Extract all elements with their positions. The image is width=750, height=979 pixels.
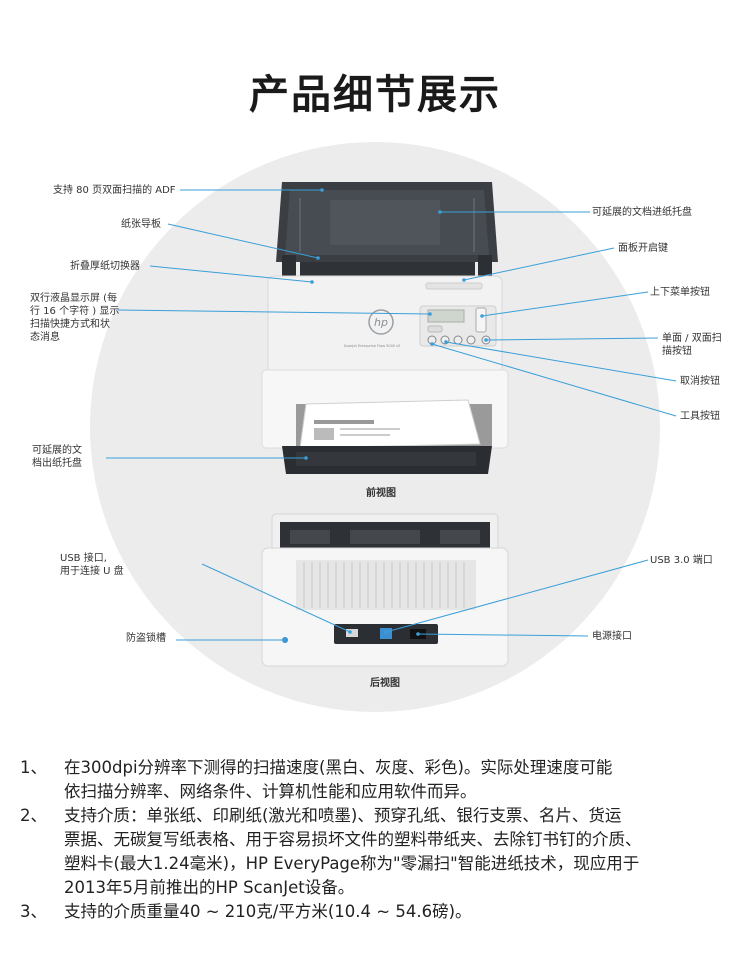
- label-usb-port-line: USB 接口,: [60, 553, 107, 564]
- footnote-line: 支持介质：单张纸、印刷纸(激光和喷墨)、预穿孔纸、银行支票、名片、货运: [64, 806, 622, 825]
- footnote-number: 3、: [20, 902, 47, 921]
- label-lcd-line: 行 16 个字符 ) 显示: [30, 306, 120, 317]
- label-lcd: 双行液晶显示屏 (每 行 16 个字符 ) 显示 扫描快捷方式和状 态消息: [30, 292, 119, 344]
- label-output-tray-line: 可延展的文: [32, 445, 82, 456]
- label-simplex-line: 描按钮: [662, 346, 692, 357]
- model-text: ScanJet Enterprise Flow 5000 s5: [344, 344, 400, 348]
- page-title: 产品细节展示: [249, 72, 501, 118]
- input-tray: [276, 182, 498, 262]
- footnote-line: 2013年5月前推出的HP ScanJet设备。: [64, 878, 355, 897]
- label-panel-open: 面板开启键: [618, 243, 668, 254]
- scanner-illustration: hp ScanJet Enterprise Flow 5000 s5: [106, 182, 677, 667]
- caption-front-view: 前视图: [366, 488, 396, 499]
- label-output-tray-line: 档出纸托盘: [32, 458, 82, 469]
- footnote-item: 3、 支持的介质重量40 ~ 210克/平方米(10.4 ~ 54.6磅)。: [20, 900, 740, 924]
- label-usb-port: USB 接口, 用于连接 U 盘: [60, 552, 124, 578]
- footnotes: 1、 在300dpi分辨率下测得的扫描速度(黑白、灰度、彩色)。实际处理速度可能…: [20, 756, 740, 924]
- footnote-line: 塑料卡(最大1.24毫米)，HP EveryPage称为"零漏扫"智能进纸技术，…: [64, 854, 640, 873]
- hp-logo: hp: [374, 316, 388, 329]
- label-lock-slot: 防盗锁槽: [126, 633, 166, 644]
- footnote-item: 2、 支持介质：单张纸、印刷纸(激光和喷墨)、预穿孔纸、银行支票、名片、货运 票…: [20, 804, 740, 900]
- label-simplex-line: 单面 / 双面扫: [662, 333, 722, 344]
- footnote-number: 1、: [20, 758, 47, 777]
- label-lcd-line: 扫描快捷方式和状: [30, 319, 110, 330]
- label-paper-guide: 纸张导板: [121, 219, 161, 230]
- label-lcd-line: 双行液晶显示屏 (每: [30, 293, 118, 304]
- label-power-port: 电源接口: [592, 631, 632, 642]
- paper-guides: [282, 255, 492, 280]
- caption-rear-view: 后视图: [370, 678, 400, 689]
- leader-lines: [106, 189, 677, 641]
- label-output-tray: 可延展的文 档出纸托盘: [32, 444, 82, 470]
- footnote-line: 票据、无碳复写纸表格、用于容易损坏文件的塑料带纸夹、去除钉书钉的介质、: [64, 830, 642, 849]
- label-simplex-duplex: 单面 / 双面扫 描按钮: [662, 332, 722, 358]
- footnote-line: 依扫描分辨率、网络条件、计算机性能和应用软件而异。: [64, 782, 477, 801]
- footnote-line: 在300dpi分辨率下测得的扫描速度(黑白、灰度、彩色)。实际处理速度可能: [64, 758, 613, 777]
- footnote-number: 2、: [20, 806, 47, 825]
- label-usb3-port: USB 3.0 端口: [650, 555, 713, 566]
- scanner-rear-body: [261, 513, 509, 667]
- label-cancel-button: 取消按钮: [680, 376, 720, 387]
- output-tray: [282, 399, 492, 474]
- label-updown-menu: 上下菜单按钮: [650, 287, 710, 298]
- label-thick-paper-switch: 折叠厚纸切换器: [70, 261, 140, 272]
- label-tools-button: 工具按钮: [680, 411, 720, 422]
- label-input-tray: 可延展的文档进纸托盘: [592, 207, 692, 218]
- footnote-line: 支持的介质重量40 ~ 210克/平方米(10.4 ~ 54.6磅)。: [64, 902, 472, 921]
- label-lcd-line: 态消息: [30, 332, 60, 343]
- label-adf: 支持 80 页双面扫描的 ADF: [53, 185, 176, 196]
- label-usb-port-line: 用于连接 U 盘: [60, 566, 124, 577]
- footnote-item: 1、 在300dpi分辨率下测得的扫描速度(黑白、灰度、彩色)。实际处理速度可能…: [20, 756, 740, 804]
